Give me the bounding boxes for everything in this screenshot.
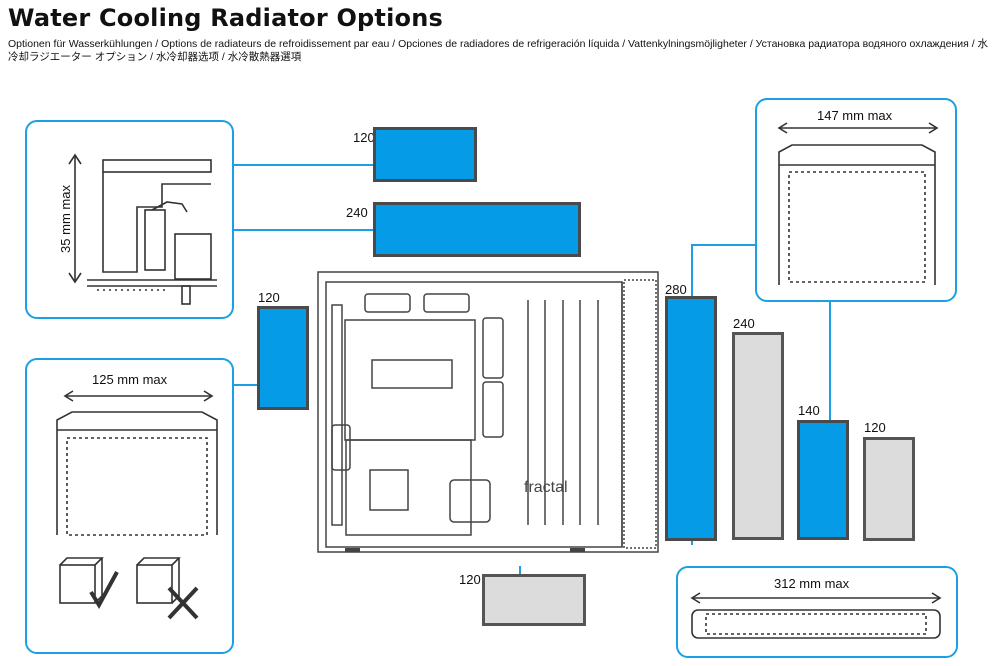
front-240-label: 240 xyxy=(733,316,755,331)
page-title: Water Cooling Radiator Options xyxy=(8,4,443,32)
bottom-120-label: 120 xyxy=(459,572,481,587)
front-width-label: 125 mm max xyxy=(92,372,168,387)
length-radiator-drawing xyxy=(690,592,942,639)
front-140-radiator xyxy=(797,420,849,540)
front-280-radiator xyxy=(665,296,717,541)
top-120-radiator xyxy=(373,127,477,182)
page-subtitle: Optionen für Wasserkühlungen / Options d… xyxy=(8,38,989,63)
height-clearance-panel: 35 mm max xyxy=(25,120,234,319)
front-radiator-drawing xyxy=(56,390,218,620)
front-120-label: 120 xyxy=(864,420,886,435)
front-240-radiator xyxy=(732,332,784,540)
rear-120-radiator xyxy=(257,306,309,410)
rear-120-label: 120 xyxy=(258,290,280,305)
top-240-label: 240 xyxy=(346,205,368,220)
front-length-panel: 312 mm max xyxy=(676,566,958,658)
front-120-radiator xyxy=(863,437,915,541)
height-clearance-drawing xyxy=(68,153,217,305)
front-280-label: 280 xyxy=(665,282,687,297)
bottom-120-radiator xyxy=(482,574,586,626)
top-width-panel: 147 mm max xyxy=(755,98,957,302)
brand-logo: fractal xyxy=(524,479,568,496)
front-length-label: 312 mm max xyxy=(774,576,850,591)
top-120-label: 120 xyxy=(353,130,375,145)
top-width-label: 147 mm max xyxy=(817,108,893,123)
front-140-label: 140 xyxy=(798,403,820,418)
front-width-panel: 125 mm max xyxy=(25,358,234,654)
top-240-radiator xyxy=(373,202,581,257)
top-radiator-drawing xyxy=(777,122,939,285)
